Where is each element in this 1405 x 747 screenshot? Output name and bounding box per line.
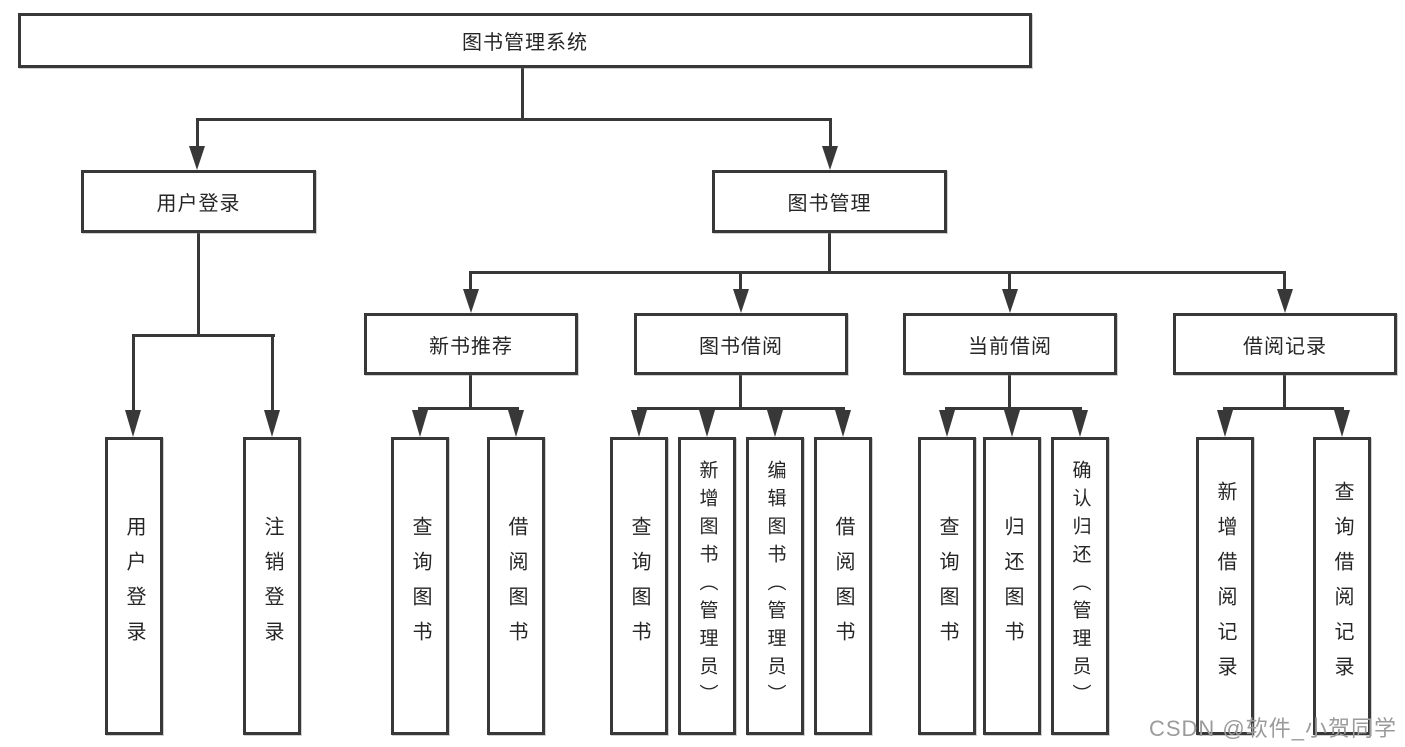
leaf-label: 查询图书 — [936, 516, 958, 656]
leaf-borrow-books-borrowing: 借阅图书 — [814, 437, 872, 735]
leaf-label: 确认归还（管理员） — [1069, 460, 1091, 712]
arrowhead-query-books-borrowing — [631, 410, 647, 437]
node-current-borrowing: 当前借阅 — [903, 313, 1117, 375]
leaf-label: 新增借阅记录 — [1214, 481, 1236, 691]
connector-borrowing-records-bar — [1223, 407, 1344, 410]
connector-new-book-bar — [418, 407, 519, 410]
leaf-label: 查询图书 — [409, 516, 431, 656]
arrowhead-borrow-books-recommend — [508, 410, 524, 437]
leaf-query-books-current: 查询图书 — [918, 437, 976, 735]
leaf-user-login: 用户登录 — [105, 437, 163, 735]
connector-drop-new-book — [469, 271, 472, 293]
arrowhead-leaf-logout — [264, 410, 280, 437]
connector-borrowing-records-trunk — [1283, 373, 1286, 409]
connector-level1-bar — [196, 118, 832, 121]
leaf-add-book-admin: 新增图书（管理员） — [678, 437, 736, 735]
leaf-label: 归还图书 — [1001, 516, 1023, 656]
arrowhead-query-books-recommend — [412, 410, 428, 437]
arrowhead-edit-book-admin — [767, 410, 783, 437]
connector-drop-leaf-user-login — [132, 334, 135, 412]
connector-drop-borrowing-records — [1283, 271, 1286, 293]
leaf-label: 用户登录 — [123, 516, 145, 656]
connector-new-book-trunk — [469, 373, 472, 409]
arrowhead-add-borrow-record — [1217, 410, 1233, 437]
node-new-book-recommendation: 新书推荐 — [364, 313, 578, 375]
connector-book-borrowing-bar — [637, 407, 845, 410]
connector-current-borrowing-bar — [945, 407, 1082, 410]
node-book-borrowing: 图书借阅 — [634, 313, 848, 375]
arrowhead-return-books — [1004, 410, 1020, 437]
connector-drop-user-login — [196, 118, 199, 149]
arrowhead-user-login — [189, 146, 205, 170]
node-borrowing-records: 借阅记录 — [1173, 313, 1397, 375]
leaf-query-borrow-record: 查询借阅记录 — [1313, 437, 1371, 735]
connector-drop-book-management — [829, 118, 832, 149]
arrowhead-confirm-return-admin — [1072, 410, 1088, 437]
connector-user-login-trunk — [197, 231, 200, 336]
leaf-confirm-return-admin: 确认归还（管理员） — [1051, 437, 1109, 735]
connector-level3-bar — [469, 271, 1286, 274]
leaf-logout: 注销登录 — [243, 437, 301, 735]
leaf-return-books: 归还图书 — [983, 437, 1041, 735]
connector-user-login-bar — [132, 334, 275, 337]
leaf-query-books-recommend: 查询图书 — [391, 437, 449, 735]
leaf-add-borrow-record: 新增借阅记录 — [1196, 437, 1254, 735]
connector-root-trunk — [521, 66, 524, 120]
arrowhead-leaf-user-login — [125, 410, 141, 437]
arrowhead-borrow-books-borrowing — [835, 410, 851, 437]
leaf-query-books-borrowing: 查询图书 — [610, 437, 668, 735]
arrowhead-book-management — [822, 146, 838, 170]
connector-book-management-trunk — [828, 231, 831, 274]
arrowhead-current-borrowing — [1002, 289, 1018, 313]
leaf-label: 新增图书（管理员） — [696, 460, 718, 712]
leaf-label: 编辑图书（管理员） — [764, 460, 786, 712]
connector-current-borrowing-trunk — [1008, 373, 1011, 409]
leaf-label: 借阅图书 — [832, 516, 854, 656]
node-user-login: 用户登录 — [81, 170, 316, 233]
connector-drop-current-borrowing — [1008, 271, 1011, 293]
arrowhead-query-borrow-record — [1334, 410, 1350, 437]
arrowhead-book-borrowing — [733, 289, 749, 313]
leaf-label: 借阅图书 — [505, 516, 527, 656]
leaf-label: 查询图书 — [628, 516, 650, 656]
leaf-label: 注销登录 — [261, 516, 283, 656]
arrowhead-add-book-admin — [699, 410, 715, 437]
csdn-watermark: CSDN @软件_小贺同学 — [1148, 716, 1397, 741]
connector-book-borrowing-trunk — [739, 373, 742, 409]
connector-drop-leaf-logout — [271, 334, 274, 412]
leaf-borrow-books-recommend: 借阅图书 — [487, 437, 545, 735]
node-library-system: 图书管理系统 — [18, 13, 1032, 68]
arrowhead-borrowing-records — [1277, 289, 1293, 313]
leaf-edit-book-admin: 编辑图书（管理员） — [746, 437, 804, 735]
node-book-management: 图书管理 — [712, 170, 947, 233]
connector-drop-book-borrowing — [739, 271, 742, 293]
arrowhead-query-books-current — [939, 410, 955, 437]
leaf-label: 查询借阅记录 — [1331, 481, 1353, 691]
arrowhead-new-book — [463, 289, 479, 313]
